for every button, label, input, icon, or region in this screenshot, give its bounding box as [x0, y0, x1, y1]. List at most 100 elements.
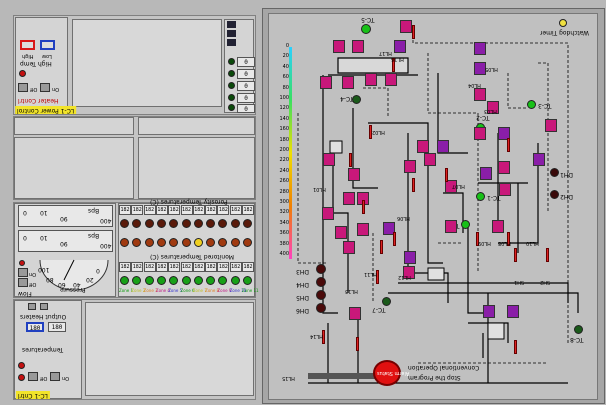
indicator-led: [218, 276, 228, 285]
heater-output-switch-2[interactable]: [40, 303, 48, 310]
heater-tag[interactable]: [348, 168, 360, 181]
indicator-led: [193, 238, 203, 247]
empty-box-left-bottom: [14, 137, 134, 199]
heater-tag[interactable]: [352, 40, 364, 53]
gauge-1-label: Bps: [88, 207, 100, 214]
scale-label: 240: [279, 167, 289, 174]
zone-label: Zone 5: [168, 288, 183, 293]
stop-program-button[interactable]: Alarm Status: [373, 360, 409, 386]
scale-label: 340: [279, 219, 289, 226]
temp-cell: 182: [180, 205, 193, 215]
heater-tag[interactable]: [404, 251, 416, 264]
heater-tag[interactable]: [343, 192, 355, 205]
heater-tag[interactable]: [474, 127, 486, 140]
heater-tag[interactable]: [492, 220, 504, 233]
heater-tag[interactable]: [322, 207, 334, 220]
temperature-scale-bar: [289, 47, 292, 259]
indicator-led: [156, 276, 166, 285]
tc-2-label: TC-2: [476, 114, 490, 121]
scale-label: 20: [282, 53, 289, 60]
heater-tag[interactable]: [342, 76, 354, 89]
status-led-3: [228, 82, 235, 89]
indicator-led: [243, 276, 252, 285]
dh6-label: DH6: [296, 307, 309, 314]
tc-5-label: TC-5: [361, 16, 375, 23]
zone-label: Zone 3: [143, 288, 158, 293]
scale-label: 260: [279, 178, 289, 185]
heater-tag[interactable]: [343, 241, 355, 254]
heater-tag[interactable]: [445, 180, 457, 193]
zone-label: Zone 8: [205, 288, 220, 293]
temp-cell: 182: [192, 262, 205, 272]
power-on-switch[interactable]: [40, 83, 50, 92]
heater-tag[interactable]: [357, 223, 369, 236]
heater-tag[interactable]: [507, 305, 519, 318]
heater-tag[interactable]: [349, 307, 361, 320]
control-off-label: Off: [40, 375, 48, 381]
heater-tag[interactable]: [365, 73, 377, 86]
heater-bar: [546, 248, 549, 262]
heater-output-switch[interactable]: [28, 303, 36, 310]
heater-tag[interactable]: [383, 222, 395, 235]
heater-tag[interactable]: [403, 266, 415, 279]
status-led-4: [228, 94, 235, 101]
flow-off-switch[interactable]: [18, 278, 28, 287]
scale-label: 80: [282, 84, 289, 91]
heater-tag[interactable]: [474, 88, 486, 101]
heater-tag[interactable]: [335, 226, 347, 239]
heater-tag[interactable]: [424, 153, 436, 166]
heater-control-label: Heater Contrl: [18, 97, 59, 104]
heater-bar: [362, 200, 365, 214]
heater-tag[interactable]: [498, 161, 510, 174]
heater-tag[interactable]: [474, 42, 486, 55]
off-label: Off: [30, 86, 38, 92]
heater-tag[interactable]: [533, 153, 545, 166]
scale-label: 320: [279, 209, 289, 216]
heater-tag[interactable]: [445, 220, 457, 233]
heater-tag[interactable]: [404, 160, 416, 173]
dh2-label: DH2: [560, 193, 573, 200]
scale-label: 200: [279, 147, 289, 153]
heater-tag[interactable]: [480, 167, 492, 180]
dh-indicator-1: [550, 168, 559, 177]
scale-label: 360: [279, 230, 289, 237]
heater-tag[interactable]: [323, 153, 335, 166]
dh-indicator-3: [316, 264, 326, 274]
heater-tag[interactable]: [498, 127, 510, 140]
control-on-switch[interactable]: [50, 372, 60, 381]
heater-tag[interactable]: [437, 140, 449, 153]
heater-tag[interactable]: [487, 101, 499, 114]
indicator-led: [144, 219, 154, 228]
heater-tag[interactable]: [400, 20, 412, 33]
temp-cell: 182: [229, 262, 242, 272]
heater-bar: [349, 153, 352, 167]
gauge-1: [18, 205, 113, 227]
heater-tag[interactable]: [394, 40, 406, 53]
control-alarm-led-2: [18, 362, 25, 369]
high-temp-button[interactable]: [20, 40, 35, 50]
setpoint-display[interactable]: 180: [26, 322, 44, 332]
tc-4-label: TC-4: [340, 95, 354, 102]
flow-on-switch[interactable]: [18, 268, 28, 277]
heater-tag[interactable]: [417, 140, 429, 153]
heater-tag[interactable]: [385, 73, 397, 86]
indicator-led: [144, 238, 154, 247]
control-off-switch[interactable]: [28, 372, 38, 381]
heater-tag[interactable]: [483, 305, 495, 318]
heater-tag[interactable]: [320, 76, 332, 89]
dh1-label: DH1: [560, 171, 573, 178]
indicator-led: [169, 238, 179, 247]
indicator-led: [144, 276, 154, 285]
heater-tag[interactable]: [474, 62, 486, 75]
power-off-switch[interactable]: [18, 83, 28, 92]
heater-tag[interactable]: [499, 183, 511, 196]
tc-sensor-7: [382, 297, 391, 306]
heater-bar: [393, 232, 396, 246]
indicator-led-row-1: [119, 219, 255, 229]
heater-bar: [392, 58, 395, 72]
heater-tag[interactable]: [545, 119, 557, 132]
low-temp-button[interactable]: [40, 40, 55, 50]
heater-tag[interactable]: [333, 40, 345, 53]
lcd-indicators: [227, 21, 237, 51]
indicator-led: [230, 219, 240, 228]
